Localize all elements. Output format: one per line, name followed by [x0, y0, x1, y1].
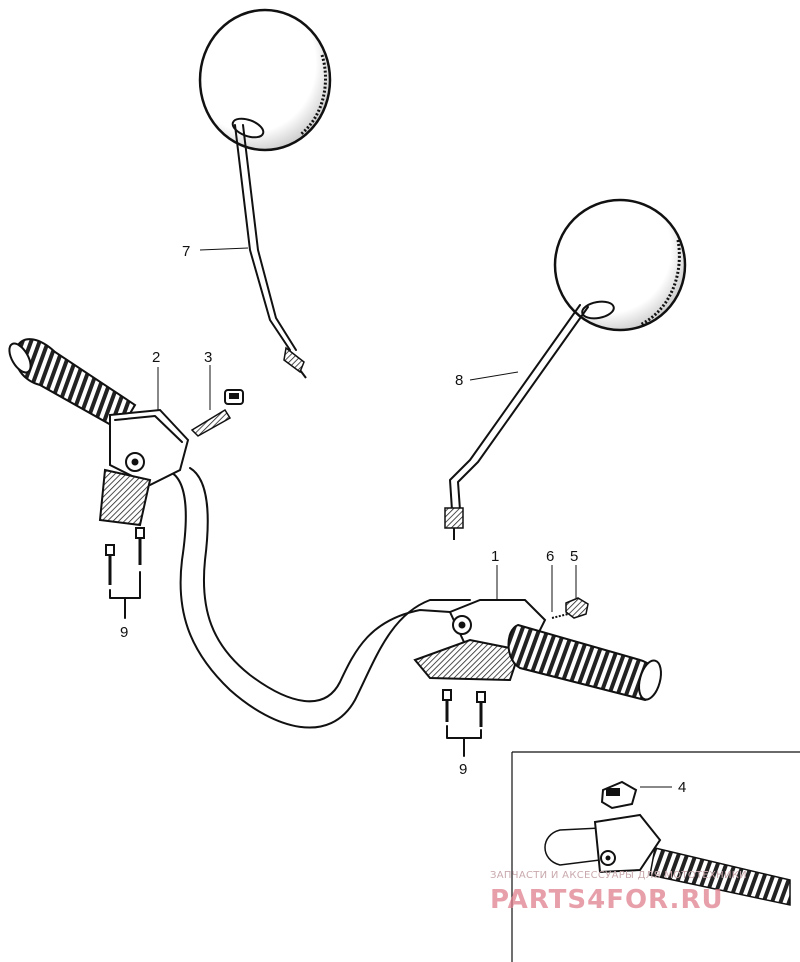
mirror-8: [444, 198, 687, 540]
left-switch-housing: [98, 408, 190, 527]
callout-6: 6: [546, 548, 554, 565]
handlebar-tube: [164, 467, 471, 729]
callout-4: 4: [678, 779, 686, 796]
right-screws: [442, 689, 486, 757]
callouts: 7 8 2 3 1 6 5 4 9 9: [120, 243, 686, 796]
screw: [442, 689, 452, 722]
left-screws: [105, 527, 145, 619]
callout-1: 1: [491, 548, 499, 565]
mirror-7: [198, 8, 332, 379]
watermark-tagline: ЗАПЧАСТИ И АКСЕССУАРЫ ДЛЯ МОТОТЕХНИКИ: [490, 870, 747, 881]
watermark: ЗАПЧАСТИ И АКСЕССУАРЫ ДЛЯ МОТОТЕХНИКИ PA…: [490, 870, 747, 915]
part-5-nut: [565, 597, 589, 619]
callout-3: 3: [204, 349, 212, 366]
screw: [476, 691, 486, 727]
callout-5: 5: [570, 548, 578, 565]
part-6-screw: [551, 613, 569, 619]
part-3-lever: [190, 389, 244, 437]
callout-9-right: 9: [459, 761, 467, 778]
screw: [135, 527, 145, 565]
screw: [105, 544, 115, 585]
leader-lines: [157, 247, 672, 788]
callout-2: 2: [152, 349, 160, 366]
callout-9-left: 9: [120, 624, 128, 641]
watermark-brand: PARTS4FOR.RU: [490, 885, 724, 915]
left-grip: [8, 338, 137, 432]
right-grip: [507, 623, 662, 702]
callout-8: 8: [455, 372, 463, 389]
part-4-clip: [600, 780, 638, 810]
inset-detail: [511, 751, 800, 962]
callout-7: 7: [182, 243, 190, 260]
